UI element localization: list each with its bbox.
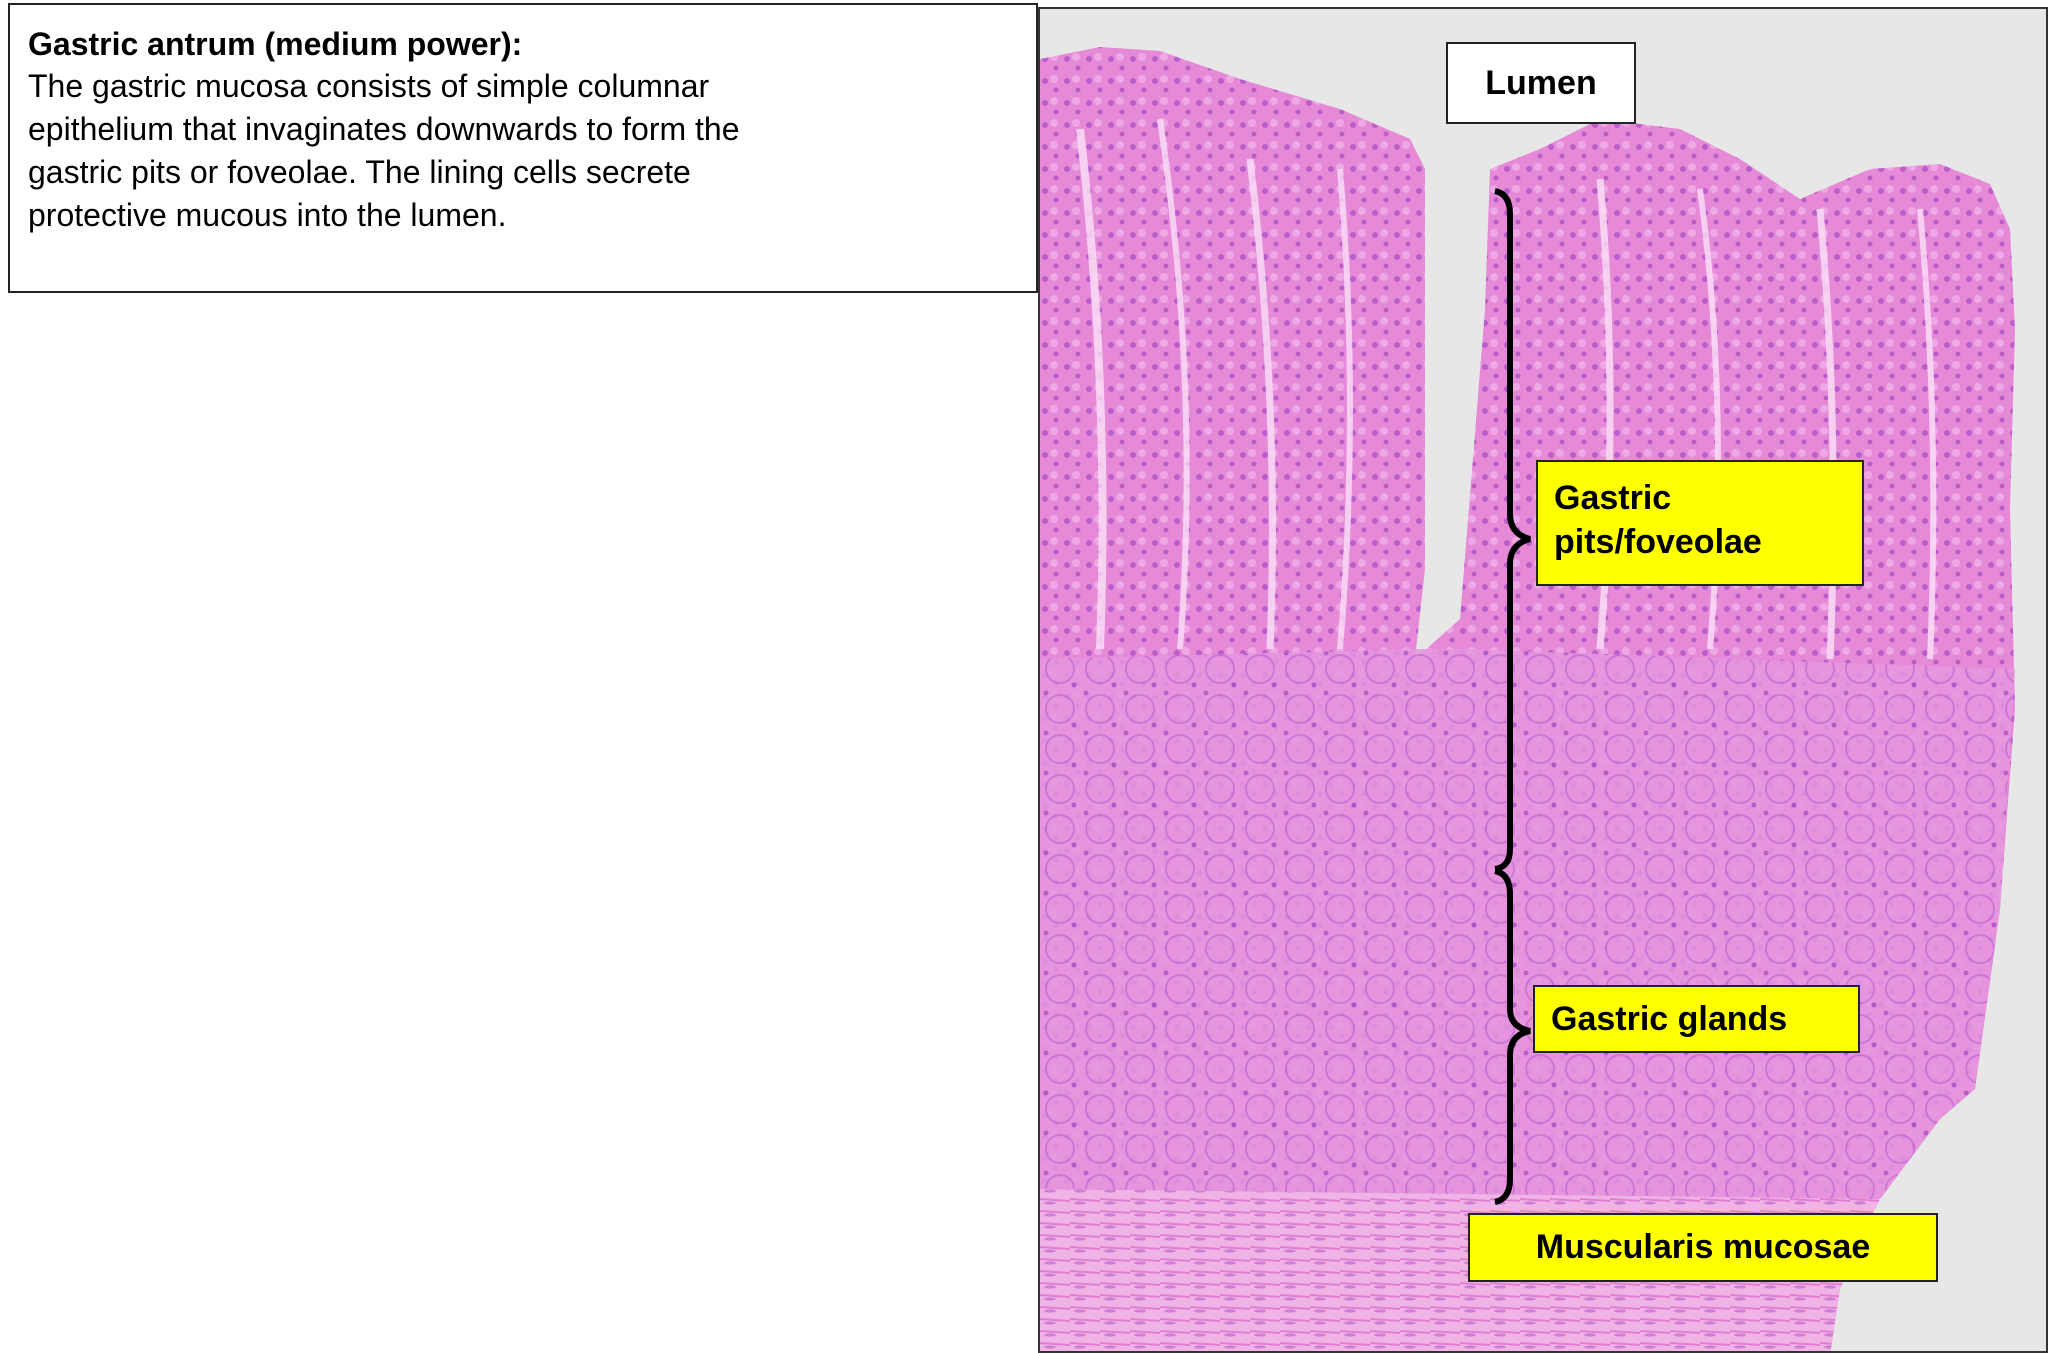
label-gastric-pits-line2: pits/foveolae <box>1554 523 1762 561</box>
label-muscularis-mucosae: Muscularis mucosae <box>1468 1213 1938 1282</box>
pit-stripes <box>1076 118 1937 660</box>
label-gastric-glands: Gastric glands <box>1533 985 1860 1053</box>
label-gastric-pits-line1: Gastric <box>1554 479 1672 517</box>
caption-title: Gastric antrum (medium power): <box>28 26 523 62</box>
tissue-illustration <box>1040 47 2015 1351</box>
caption-line: gastric pits or foveolae. The lining cel… <box>28 154 691 190</box>
label-gastric-pits: Gastric pits/foveolae <box>1536 460 1864 586</box>
caption-line: The gastric mucosa consists of simple co… <box>28 68 710 104</box>
label-lumen: Lumen <box>1446 42 1636 124</box>
caption-box: Gastric antrum (medium power): The gastr… <box>8 3 1038 293</box>
caption-line: epithelium that invaginates downwards to… <box>28 111 740 147</box>
caption-line: protective mucous into the lumen. <box>28 197 507 233</box>
glands-brace <box>1494 868 1531 1205</box>
micrograph <box>1038 7 2048 1353</box>
pits-brace <box>1494 188 1531 872</box>
